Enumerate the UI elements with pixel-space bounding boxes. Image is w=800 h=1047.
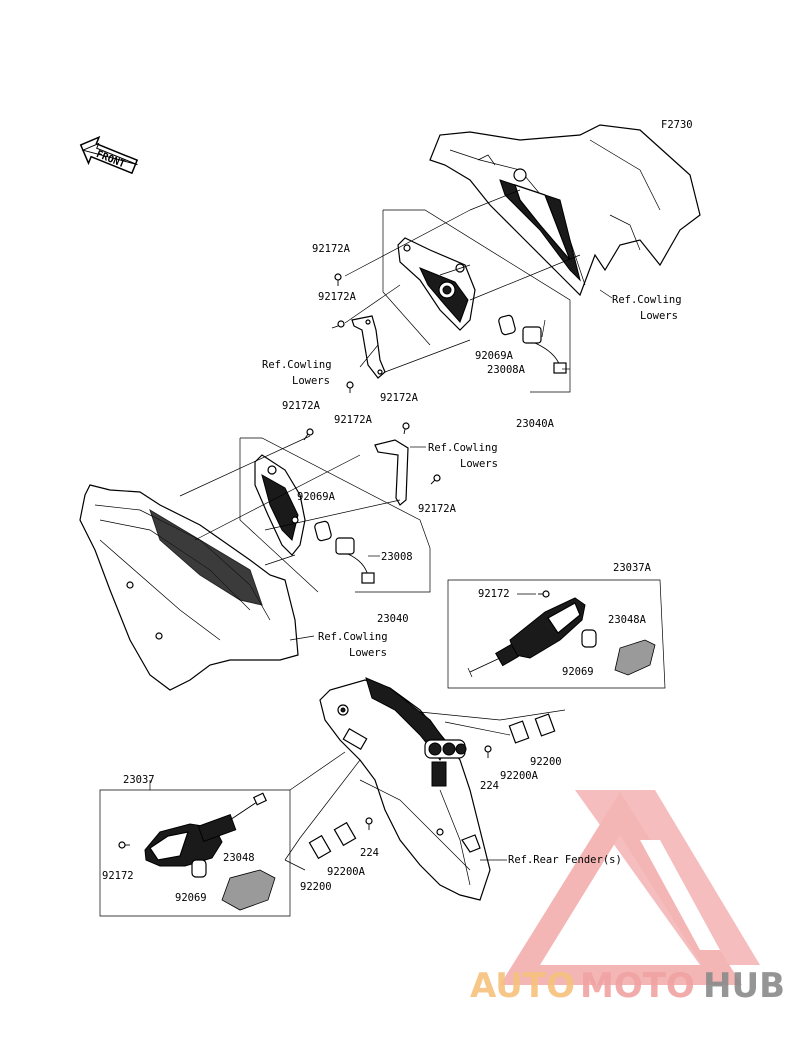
part-label: 23008 <box>381 551 413 563</box>
ref-label: Lowers <box>292 375 330 387</box>
turn-signal-right <box>467 597 586 678</box>
lower-cowling-shape <box>79 484 299 691</box>
ref-label: Ref.Cowling <box>612 294 682 306</box>
bulb-92069-1 <box>581 629 597 648</box>
part-label: 92200 <box>300 881 332 893</box>
part-label: 92069A <box>475 350 514 362</box>
part-label: 92069 <box>562 666 594 678</box>
watermark-text: AUTO MOTO HUB <box>470 966 785 1006</box>
part-label: 92200A <box>327 866 366 878</box>
part-label: 92172A <box>418 503 457 515</box>
socket-23008A <box>522 326 567 374</box>
ref-label: Ref.Rear Fender(s) <box>508 854 622 866</box>
part-label: 23040A <box>516 418 555 430</box>
part-label: 92200A <box>500 770 539 782</box>
part-label: 92172A <box>318 291 357 303</box>
watermark-moto: MOTO <box>580 966 695 1006</box>
ref-label: Ref.Cowling <box>428 442 498 454</box>
screw-icon <box>331 320 345 329</box>
rear-fender-shape <box>319 677 491 901</box>
signal-housing-right <box>397 237 476 331</box>
part-label: 23037A <box>613 562 652 574</box>
part-label: 92172A <box>282 400 321 412</box>
part-label: 92069A <box>297 491 336 503</box>
part-label: 92200 <box>530 756 562 768</box>
screw-icon <box>334 273 342 286</box>
screw-icon <box>430 474 441 485</box>
part-label: 92172 <box>102 870 134 882</box>
plate-92200-b <box>308 821 357 860</box>
watermark-hub: HUB <box>703 966 785 1006</box>
screw-icons <box>118 273 550 849</box>
screw-icon <box>303 428 314 441</box>
ref-label: Lowers <box>349 647 387 659</box>
front-arrow-icon: FRONT <box>79 135 139 175</box>
upper-cowling-shape <box>429 124 701 297</box>
part-label: 23048 <box>223 852 255 864</box>
lens-23048 <box>221 869 276 911</box>
screw-icon <box>402 422 410 435</box>
bracket-upper <box>351 315 386 379</box>
bulb-92069-2 <box>191 859 207 878</box>
ref-label: Ref.Cowling <box>318 631 388 643</box>
part-label: 92172 <box>478 588 510 600</box>
part-label: 23048A <box>608 614 647 626</box>
bracket-lower <box>374 439 409 506</box>
part-label: 23040 <box>377 613 409 625</box>
part-label: 92069 <box>175 892 207 904</box>
part-label: 23008A <box>487 364 526 376</box>
screw-icon <box>365 817 373 830</box>
ref-label: Lowers <box>460 458 498 470</box>
part-label: 23037 <box>123 774 155 786</box>
part-label: 92172A <box>334 414 373 426</box>
screw-icon <box>484 745 492 758</box>
plate-92200-a <box>508 713 556 744</box>
watermark-auto: AUTO <box>470 966 575 1006</box>
part-label: 224 <box>360 847 379 859</box>
screw-icon <box>346 381 354 393</box>
screw-icon <box>538 590 550 598</box>
screw-icon <box>118 841 130 849</box>
part-label: 92172A <box>380 392 419 404</box>
lens-23048A <box>614 639 656 676</box>
socket-23008 <box>335 537 375 584</box>
figure-code: F2730 <box>661 119 693 131</box>
part-label: 224 <box>480 780 499 792</box>
part-label: 92172A <box>312 243 351 255</box>
watermark-logo-icon <box>500 790 760 985</box>
turn-signal-left <box>144 792 268 867</box>
ref-label: Ref.Cowling <box>262 359 332 371</box>
bulb-92069A-2 <box>314 520 332 542</box>
bulb-92069A-1 <box>498 314 516 336</box>
ref-label: Lowers <box>640 310 678 322</box>
